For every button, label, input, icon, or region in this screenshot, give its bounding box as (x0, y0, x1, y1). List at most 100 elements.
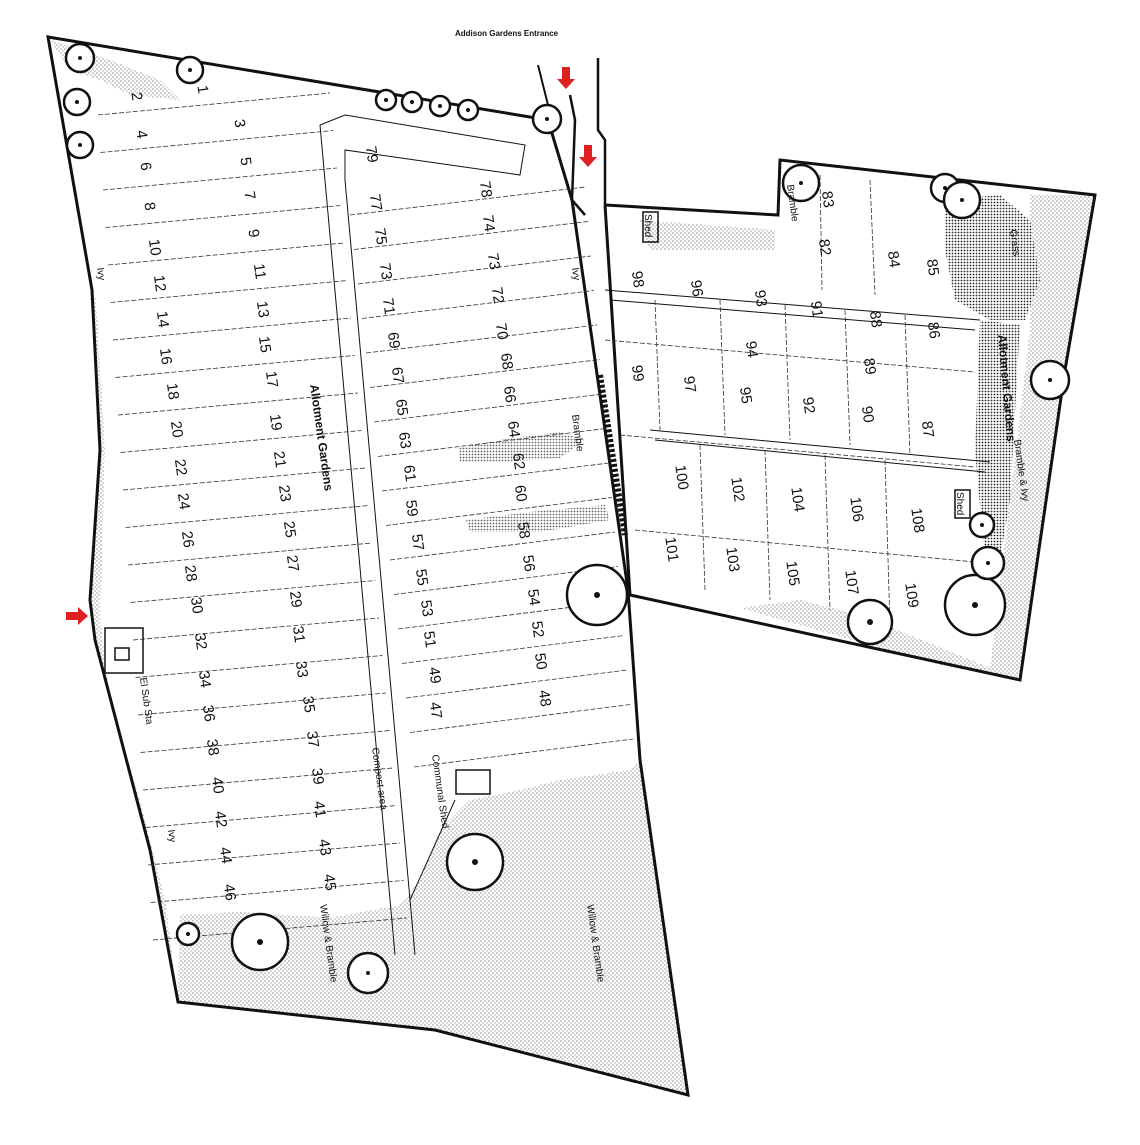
tree-trunk-icon (472, 859, 478, 865)
plot-number-109: 109 (901, 582, 921, 609)
plot-number-30: 30 (187, 596, 206, 615)
plot-number-8: 8 (140, 201, 158, 212)
plot-number-86: 86 (924, 321, 943, 340)
tree-trunk-icon (384, 98, 388, 102)
shed-right-building (954, 489, 971, 519)
plot-number-98: 98 (628, 270, 647, 289)
arrow-down-icon (579, 145, 597, 167)
plot-number-106: 106 (846, 496, 866, 523)
plot-number-95: 95 (736, 386, 755, 405)
plot-number-25: 25 (280, 520, 299, 539)
plot-boundary (112, 317, 352, 341)
bramble-label: Bramble (569, 414, 585, 453)
plot-boundary (365, 324, 598, 354)
plot-number-43: 43 (315, 838, 334, 857)
plot-boundary (409, 704, 631, 733)
plot-number-93: 93 (751, 289, 770, 308)
plot-boundary (405, 669, 628, 699)
plot-boundary (142, 767, 394, 791)
tree-trunk-icon (972, 602, 978, 608)
plot-number-38: 38 (203, 738, 222, 757)
plot-number-94: 94 (742, 340, 761, 359)
communal-shed-label: Communal Shed (429, 754, 450, 829)
plot-number-85: 85 (923, 258, 942, 277)
tree-trunk-icon (980, 523, 984, 527)
plot-number-55: 55 (412, 568, 431, 587)
tree-trunk-icon (986, 561, 990, 565)
plot-number-87: 87 (918, 420, 937, 439)
shed-top-building (642, 211, 659, 243)
plot-number-82: 82 (815, 238, 834, 257)
plot-number-59: 59 (402, 499, 421, 518)
plot-number-4: 4 (132, 129, 150, 140)
plot-number-35: 35 (299, 695, 318, 714)
entrance-path-left (568, 94, 586, 216)
plot-number-10: 10 (145, 238, 164, 257)
tree-trunk-icon (78, 143, 82, 147)
ivy-label: Ivy (165, 829, 178, 843)
plot-number-48: 48 (535, 689, 554, 708)
tree-trunk-icon (943, 186, 947, 190)
plot-number-67: 67 (388, 366, 407, 385)
entrance-title: Addison Gardens Entrance (455, 29, 559, 38)
plot-number-26: 26 (178, 530, 197, 549)
plot-number-74: 74 (479, 214, 498, 233)
plot-number-22: 22 (171, 458, 190, 477)
plot-number-105: 105 (782, 560, 802, 587)
vegetation-areas (50, 40, 1095, 1095)
plot-boundary (904, 314, 911, 456)
plot-number-56: 56 (519, 554, 538, 573)
substation-building (104, 627, 144, 674)
plot-boundary (105, 205, 341, 228)
plot-number-14: 14 (153, 310, 172, 329)
plot-boundary (719, 299, 726, 436)
plot-number-15: 15 (255, 335, 274, 354)
plot-number-100: 100 (671, 464, 691, 491)
plot-number-33: 33 (292, 660, 311, 679)
tree-trunk-icon (75, 100, 79, 104)
plot-number-11: 11 (250, 262, 269, 280)
plot-boundary (381, 462, 610, 492)
plot-number-83: 83 (818, 190, 837, 209)
tree-trunk-icon (867, 619, 873, 625)
tree-trunk-icon (960, 198, 964, 202)
plot-boundary (397, 600, 622, 630)
plot-number-29: 29 (286, 590, 305, 609)
site-boundaries (46, 35, 1097, 1098)
plot-number-84: 84 (884, 250, 903, 269)
bramble-hedge (597, 374, 628, 536)
grass-patch (945, 195, 1040, 320)
plot-number-103: 103 (722, 546, 742, 573)
plot-number-9: 9 (244, 228, 262, 239)
tree-trunk-icon (799, 181, 803, 185)
plot-number-107: 107 (841, 569, 861, 596)
plot-number-78: 78 (476, 180, 495, 199)
plot-number-88: 88 (866, 310, 885, 329)
tree-trunk-icon (257, 939, 263, 945)
allotment-gardens-label: Allotment Gardens (307, 383, 336, 492)
plot-number-102: 102 (727, 476, 747, 503)
plot-number-73: 73 (484, 252, 503, 271)
plot-number-17: 17 (262, 370, 281, 389)
plot-number-61: 61 (400, 464, 419, 483)
plot-boundary (102, 167, 338, 191)
east-site-boundary (603, 158, 1097, 682)
plot-number-12: 12 (150, 274, 169, 293)
plot-number-52: 52 (528, 620, 547, 639)
plot-boundary (393, 566, 619, 595)
plot-number-3: 3 (230, 118, 248, 129)
tree-trunk-icon (1048, 378, 1052, 382)
plot-boundary (137, 692, 387, 716)
plot-boundary (147, 842, 401, 866)
plot-number-50: 50 (531, 652, 550, 671)
tree-trunk-icon (594, 592, 600, 598)
plot-number-47: 47 (426, 701, 445, 720)
plot-boundary (764, 449, 771, 601)
plot-number-65: 65 (392, 398, 411, 417)
plot-number-91: 91 (807, 300, 826, 319)
plot-number-21: 21 (270, 450, 289, 469)
tree-trunk-icon (78, 56, 82, 60)
plot-boundary (619, 434, 976, 468)
plot-number-57: 57 (408, 533, 427, 552)
